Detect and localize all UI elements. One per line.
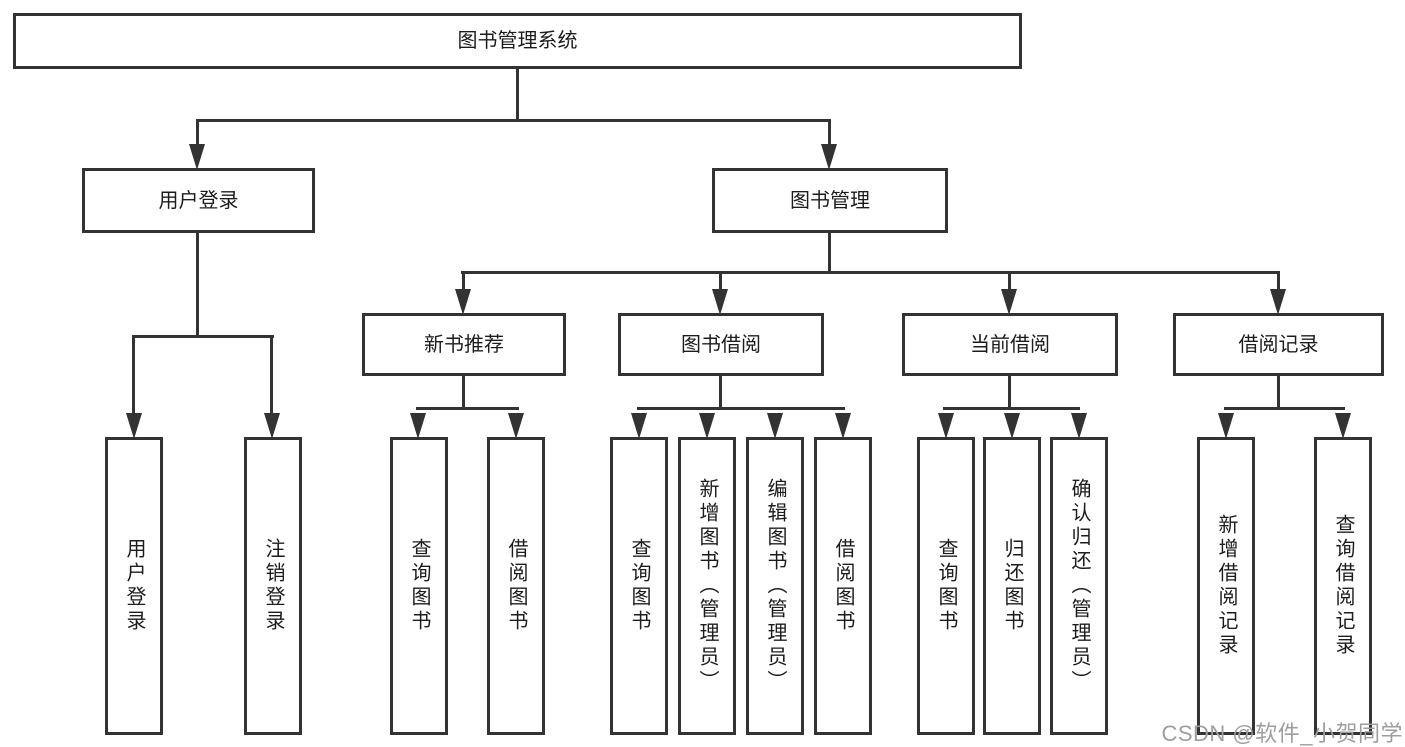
connector-recommend-stem: [462, 373, 465, 410]
connector-drop: [1008, 271, 1011, 293]
arrowhead-down: [699, 413, 715, 439]
arrowhead-down: [455, 289, 471, 315]
leaf-borrowing-query-books: 查询图书: [610, 437, 668, 735]
arrowhead-down: [1335, 413, 1351, 439]
arrowhead-down: [631, 413, 647, 439]
connector-records-stem: [1277, 373, 1280, 410]
node-user-login: 用户登录: [82, 168, 315, 233]
arrowhead-down: [1004, 413, 1020, 439]
arrowhead-down: [767, 413, 783, 439]
leaf-current-query-books: 查询图书: [917, 437, 975, 735]
leaf-user-login: 用户登录: [105, 437, 163, 735]
leaf-current-confirm-return-admin: 确认归还（管理员）: [1050, 437, 1108, 735]
connector-user-login-split: [132, 335, 274, 338]
connector-drop: [1277, 271, 1280, 293]
connector-level2-hline: [196, 119, 830, 122]
arrowhead-down: [835, 413, 851, 439]
leaf-records-query-borrow-record: 查询借阅记录: [1314, 437, 1372, 735]
leaf-records-add-borrow-record: 新增借阅记录: [1197, 437, 1255, 735]
connector-drop: [462, 271, 465, 293]
connector-book-mgmt-stem: [828, 230, 831, 274]
arrowhead-down: [938, 413, 954, 439]
connector-user-login-stem: [196, 230, 199, 338]
arrowhead-down: [508, 413, 524, 439]
node-book-management: 图书管理: [712, 168, 948, 233]
node-borrowing-records: 借阅记录: [1173, 313, 1384, 376]
leaf-borrowing-borrow-books: 借阅图书: [814, 437, 872, 735]
connector-drop: [719, 271, 722, 293]
arrowhead-down: [1071, 413, 1087, 439]
node-new-book-recommendation: 新书推荐: [362, 313, 566, 376]
arrowhead-down: [189, 144, 205, 170]
leaf-borrowing-edit-books-admin: 编辑图书（管理员）: [746, 437, 804, 735]
connector-records-split: [1224, 407, 1345, 410]
connector-drop: [270, 335, 273, 417]
node-library-system: 图书管理系统: [13, 13, 1022, 69]
arrowhead-down: [821, 144, 837, 170]
arrowhead-down: [1218, 413, 1234, 439]
leaf-recommend-borrow-books: 借阅图书: [487, 437, 545, 735]
node-book-borrowing: 图书借阅: [618, 313, 824, 376]
connector-current-split: [943, 407, 1080, 410]
leaf-borrowing-add-books-admin: 新增图书（管理员）: [678, 437, 736, 735]
connector-borrowing-split: [637, 407, 845, 410]
arrowhead-down: [1270, 289, 1286, 315]
arrowhead-down: [264, 413, 280, 439]
connector-drop: [132, 335, 135, 417]
node-current-borrowing: 当前借阅: [902, 313, 1118, 376]
arrowhead-down: [410, 413, 426, 439]
arrowhead-down: [126, 413, 142, 439]
csdn-watermark: CSDN @软件_小贺同学: [1161, 721, 1403, 746]
leaf-current-return-books: 归还图书: [983, 437, 1041, 735]
connector-root-stem: [516, 66, 519, 122]
connector-drop: [196, 119, 199, 149]
connector-level3-hline: [461, 271, 1280, 274]
connector-recommend-split: [416, 407, 519, 410]
arrowhead-down: [712, 289, 728, 315]
leaf-logout: 注销登录: [244, 437, 302, 735]
arrowhead-down: [1001, 289, 1017, 315]
connector-current-stem: [1008, 373, 1011, 410]
connector-borrowing-stem: [719, 373, 722, 410]
connector-drop: [828, 119, 831, 149]
leaf-recommend-query-books: 查询图书: [390, 437, 448, 735]
